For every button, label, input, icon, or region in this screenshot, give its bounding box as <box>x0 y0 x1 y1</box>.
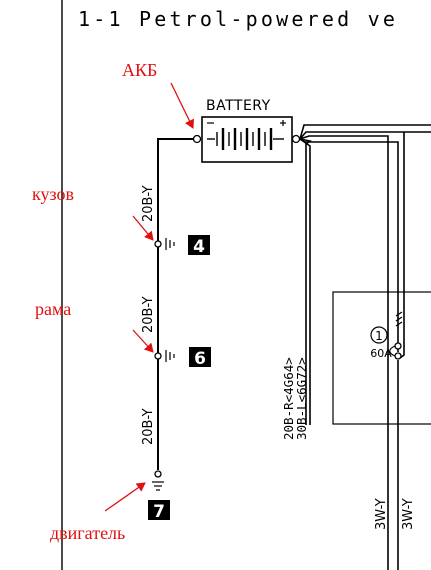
annotation-engine-arrow <box>104 482 146 512</box>
ground-point-7 <box>148 470 170 520</box>
annotation-body-arrow <box>132 215 154 241</box>
ground-number-7: 7 <box>153 502 165 522</box>
battery-positive-terminal <box>291 134 301 144</box>
lower-wire-label-1: 3W-Y <box>374 498 389 530</box>
battery-label: BATTERY <box>206 98 271 114</box>
annotation-engine: двигатель <box>50 523 125 543</box>
ground-point-4 <box>154 235 210 255</box>
diagram-title: 1-1 Petrol-powered ve <box>78 7 398 31</box>
main-wire-label-1: 20B-R<4G64> <box>281 357 296 440</box>
wire-label-middle: 20B-Y <box>141 296 156 333</box>
battery-symbol <box>201 116 293 163</box>
annotation-body: кузов <box>32 184 74 204</box>
ground-point-6 <box>154 347 211 367</box>
annotation-battery-arrow <box>170 82 194 129</box>
ground-number-4: 4 <box>193 237 205 257</box>
lower-wire-label-2: 3W-Y <box>401 498 416 530</box>
fuse-symbol <box>389 342 402 360</box>
wire-label-upper: 20B-Y <box>141 185 156 222</box>
connector-hatch <box>395 311 403 327</box>
battery-negative-terminal <box>192 134 202 144</box>
ground-number-6: 6 <box>194 349 206 369</box>
ground-wire <box>157 138 193 470</box>
annotation-battery: АКБ <box>122 60 157 80</box>
fuse-number-circle <box>370 326 388 344</box>
fuse-rating: 60A <box>370 347 392 360</box>
positive-wires <box>299 124 431 570</box>
annotation-frame: рама <box>35 299 71 319</box>
fuse-number: 1 <box>375 329 383 343</box>
fusible-link-box <box>332 291 431 425</box>
main-wire-label-2: 30B-L<6G72> <box>294 357 309 440</box>
annotation-frame-arrow <box>132 329 154 353</box>
wire-label-lower: 20B-Y <box>141 408 156 445</box>
